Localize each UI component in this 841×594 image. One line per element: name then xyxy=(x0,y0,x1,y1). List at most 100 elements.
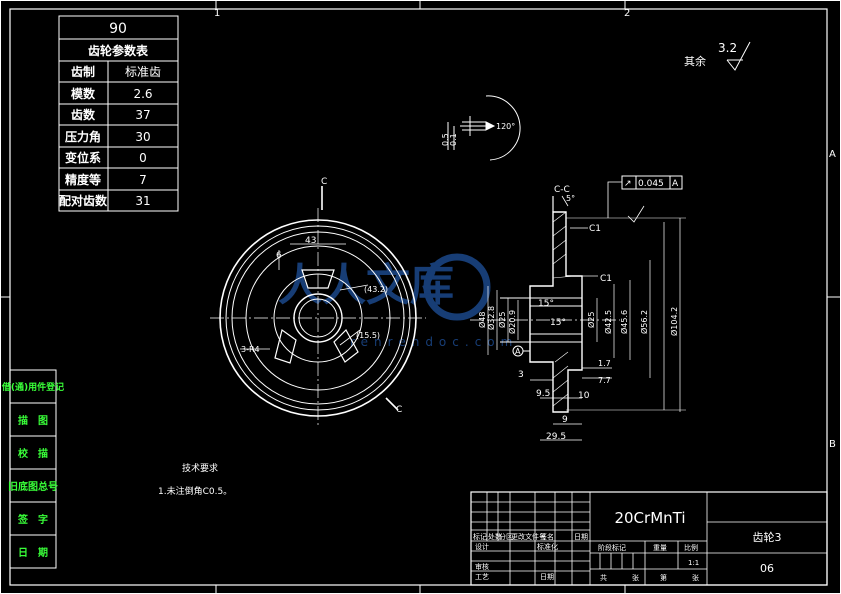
tb-label: 分区 xyxy=(499,532,513,541)
tb-label: 处数 xyxy=(488,532,502,541)
chamfer-label: C1 xyxy=(589,224,601,234)
roughness-symbol xyxy=(726,41,751,71)
tb-label: 标准化 xyxy=(537,542,558,551)
zone-col-2: 2 xyxy=(624,8,630,19)
row-value: 31 xyxy=(135,194,150,208)
tolerance-datum: A xyxy=(672,179,679,189)
tb-label: 比例 xyxy=(684,543,698,552)
table-title: 齿轮参数表 xyxy=(88,43,149,58)
table-header-code: 90 xyxy=(109,21,127,37)
vert-dim: Ø104.2 xyxy=(669,307,679,336)
detail-dim2: 0.1 xyxy=(449,133,458,146)
row-label: 精度等 xyxy=(65,172,101,187)
section-angle-top: 5° xyxy=(566,194,575,203)
front-dim: 6 xyxy=(276,251,282,261)
zone-col-1: 1 xyxy=(214,8,220,19)
strip-label: 签 字 xyxy=(17,513,48,526)
section-mark-top: C xyxy=(321,177,327,187)
tb-label: 张 xyxy=(692,573,699,582)
row-label: 齿数 xyxy=(71,107,96,122)
tb-label: 更改文件号 xyxy=(511,532,546,541)
front-dim: 3-R4 xyxy=(241,345,260,354)
tb-label: 设计 xyxy=(475,542,489,551)
row-label: 变位系 xyxy=(65,150,101,165)
watermark: 人人文库 renrendoc.com xyxy=(278,253,518,349)
horiz-dim: 1.7 xyxy=(598,359,611,368)
tooth-tip-detail xyxy=(447,95,521,161)
horiz-dim: 9 xyxy=(562,415,568,425)
section-angle: 15° xyxy=(538,299,554,309)
front-dim: (43.2) xyxy=(364,285,388,294)
strip-label: 描 图 xyxy=(18,414,48,427)
row-value: 2.6 xyxy=(133,87,152,101)
tech-req-title: 技术要求 xyxy=(182,462,218,474)
front-dim: 43 xyxy=(305,236,316,246)
row-value: 标准齿 xyxy=(125,65,161,79)
material: 20CrMnTi xyxy=(614,509,685,527)
tb-label: 张 xyxy=(632,573,639,582)
tb-label: 1:1 xyxy=(688,559,699,567)
horiz-dim: 3 xyxy=(518,370,524,380)
roughness-label: 其余 xyxy=(684,54,706,68)
row-value: 7 xyxy=(139,173,147,187)
vert-dim: Ø48 xyxy=(477,312,487,328)
section-title: C-C xyxy=(554,185,570,195)
tb-label: 标记 xyxy=(473,532,487,541)
watermark-url: renrendoc.com xyxy=(350,335,518,349)
gear-front-view xyxy=(210,186,426,428)
strip-label: 借(通)用件登记 xyxy=(1,381,64,393)
vert-dim: Ø42.5 xyxy=(603,310,613,334)
tolerance-symbol: ↗ xyxy=(624,179,632,189)
tb-label: 阶段标记 xyxy=(598,543,626,552)
tb-label: 重量 xyxy=(653,544,667,552)
row-value: 30 xyxy=(135,130,150,144)
detail-dim1: 0.5 xyxy=(441,133,450,146)
zone-row-a: A xyxy=(829,149,836,160)
vert-dim: Ø20.9 xyxy=(507,310,517,334)
vert-dim: Ø25 xyxy=(586,312,596,328)
row-label: 压力角 xyxy=(65,129,101,144)
row-label: 模数 xyxy=(71,86,96,101)
vert-dim: Ø32.8 xyxy=(486,306,496,330)
tb-label: 签名 xyxy=(540,532,554,541)
part-name: 齿轮3 xyxy=(753,530,782,544)
tb-label: 日期 xyxy=(540,573,554,581)
tb-label: 审核 xyxy=(475,562,489,571)
horizontal-dims: 3 9.5 10 9 29.5 1.7 7.7 xyxy=(518,359,611,442)
gear-section-view xyxy=(470,175,686,441)
tb-label: 日期 xyxy=(574,533,588,541)
tech-req-item: 1.未注倒角C0.5。 xyxy=(158,485,232,497)
vert-dim: Ø25 xyxy=(497,312,507,328)
front-dim: (15.5) xyxy=(356,331,380,340)
tb-label: 共 xyxy=(600,573,607,582)
datum-letter: A xyxy=(515,347,521,356)
horiz-dim: 10 xyxy=(578,391,590,401)
detail-angle: 120° xyxy=(496,122,515,131)
horiz-dim: 9.5 xyxy=(536,389,550,399)
zone-row-b: B xyxy=(829,439,836,450)
title-block: 20CrMnTi 齿轮3 06 标记 处数 分区 更改文件号 签名 日期 设计 … xyxy=(470,491,828,586)
chamfer-label: C1 xyxy=(600,274,612,284)
row-value: 0 xyxy=(139,151,147,165)
roughness-note: 其余 3.2 xyxy=(684,41,751,71)
vert-dim: Ø45.6 xyxy=(619,310,629,334)
row-value: 37 xyxy=(135,108,150,122)
drawing-number: 06 xyxy=(760,562,774,575)
gear-parameter-table: 90 齿轮参数表 齿制 标准齿 模数 2.6 齿数 37 压力角 30 变位系 … xyxy=(58,15,179,212)
tb-label: 工艺 xyxy=(475,573,489,581)
vertical-dims: Ø48 Ø32.8 Ø25 Ø20.9 Ø25 Ø42.5 Ø45.6 Ø56.… xyxy=(477,306,679,336)
section-mark-bottom: C xyxy=(396,405,402,415)
vert-dim: Ø56.2 xyxy=(639,310,649,334)
tolerance-value: 0.045 xyxy=(638,179,664,189)
strip-label: 日 期 xyxy=(18,546,48,559)
horiz-dim: 29.5 xyxy=(546,432,566,442)
roughness-value: 3.2 xyxy=(718,41,737,55)
tb-label: 第 xyxy=(660,573,667,582)
strip-label: 校 描 xyxy=(18,447,48,460)
left-registration-strip: 借(通)用件登记 描 图 校 描 旧底图总号 签 字 日 期 xyxy=(1,369,64,569)
horiz-dim: 7.7 xyxy=(598,376,611,385)
row-label: 配对齿数 xyxy=(59,193,108,208)
row-label: 齿制 xyxy=(71,64,95,79)
